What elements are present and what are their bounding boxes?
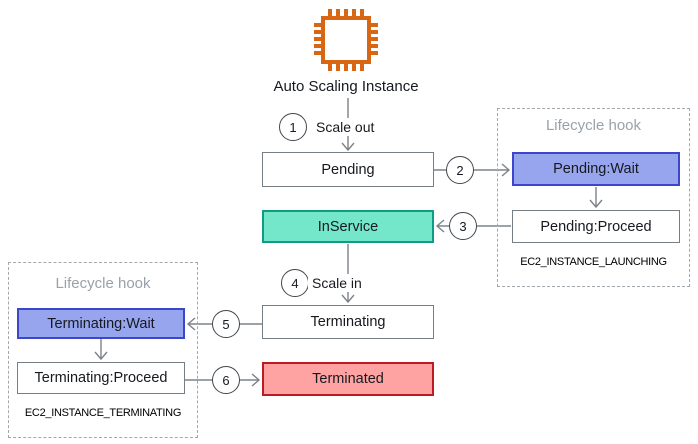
- step-circle-5: 5: [212, 310, 240, 338]
- state-terminating-wait: Terminating:Wait: [17, 308, 185, 339]
- step-circle-3: 3: [449, 212, 477, 240]
- state-terminating: Terminating: [262, 305, 434, 339]
- step-circle-4: 4: [281, 269, 309, 297]
- state-pending-wait: Pending:Wait: [512, 152, 680, 186]
- lifecycle-hook-title: Lifecycle hook: [545, 117, 642, 134]
- state-inservice: InService: [262, 210, 434, 243]
- arrow-wait-to-proceed-right: [589, 187, 603, 209]
- scale-out-label: Scale out: [312, 118, 379, 136]
- lifecycle-hook-launching: Lifecycle hook EC2_INSTANCE_LAUNCHING: [497, 108, 690, 287]
- lifecycle-hook-title: Lifecycle hook: [55, 275, 151, 292]
- lifecycle-hook-terminating: Lifecycle hook EC2_INSTANCE_TERMINATING: [8, 262, 198, 438]
- state-terminated: Terminated: [262, 362, 434, 396]
- arrow-wait-to-proceed-left: [94, 339, 108, 361]
- step-circle-6: 6: [212, 366, 240, 394]
- scale-in-label: Scale in: [308, 274, 366, 292]
- lifecycle-event-terminating: EC2_INSTANCE_TERMINATING: [24, 407, 182, 419]
- diagram-title: Auto Scaling Instance: [273, 78, 419, 95]
- state-terminating-proceed: Terminating:Proceed: [17, 362, 185, 394]
- state-pending: Pending: [262, 152, 434, 187]
- arrow-inservice-to-terminating: [341, 244, 355, 304]
- step-circle-1: 1: [279, 113, 307, 141]
- lifecycle-event-launching: EC2_INSTANCE_LAUNCHING: [520, 256, 667, 268]
- ec2-chip-icon: [308, 9, 384, 76]
- step-circle-2: 2: [446, 156, 474, 184]
- state-pending-proceed: Pending:Proceed: [512, 210, 680, 243]
